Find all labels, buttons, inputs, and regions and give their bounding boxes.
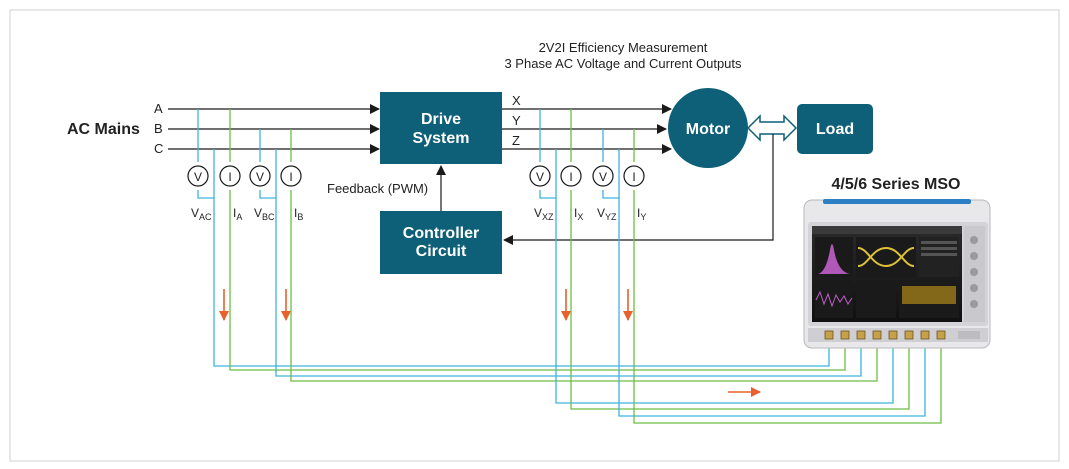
scope-handle	[823, 199, 971, 204]
meter-vbc: V	[249, 165, 271, 187]
svg-text:I: I	[569, 170, 572, 184]
label-vbc: VBC	[254, 206, 275, 222]
motor-circle	[668, 88, 748, 168]
wire-iy	[633, 190, 942, 424]
ac-mains-label: AC Mains	[67, 121, 140, 138]
phase-c-label: C	[154, 141, 163, 156]
svg-text:V: V	[599, 170, 607, 184]
label-ix: IX	[574, 206, 583, 222]
scope-label: 4/5/6 Series MSO	[832, 176, 961, 193]
meter-ia: I	[219, 165, 241, 187]
output-x-label: X	[512, 93, 521, 108]
label-ia: IA	[233, 206, 242, 222]
meter-ix: I	[560, 165, 582, 187]
label-iy: IY	[637, 206, 646, 222]
wire-ix	[570, 190, 910, 410]
drive-system-label-2: System	[413, 130, 470, 147]
frame-border	[9, 9, 1060, 462]
motor-feedback-line	[503, 134, 774, 245]
oscilloscope	[803, 199, 991, 349]
load-label: Load	[816, 121, 854, 138]
label-vyz: VYZ	[597, 206, 617, 222]
controller-circuit-block	[380, 211, 502, 274]
meter-iy: I	[623, 165, 645, 187]
svg-text:V: V	[536, 170, 544, 184]
svg-text:I: I	[289, 170, 292, 184]
wire-ia	[229, 190, 846, 371]
controller-label-1: Controller	[403, 225, 479, 242]
phase-b-label: B	[154, 121, 163, 136]
wire-vbc	[259, 190, 862, 377]
label-vac: VAC	[191, 206, 212, 222]
feedback-label: Feedback (PWM)	[327, 181, 428, 196]
drive-system-label-1: Drive	[421, 111, 461, 128]
title-line-1: 2V2I Efficiency Measurement	[539, 40, 708, 55]
title-line-2: 3 Phase AC Voltage and Current Outputs	[504, 56, 742, 71]
phase-a-label: A	[154, 101, 163, 116]
motor-label: Motor	[686, 121, 730, 138]
controller-label-2: Circuit	[416, 243, 467, 260]
wire-vxz	[539, 190, 894, 404]
svg-text:V: V	[256, 170, 264, 184]
svg-text:I: I	[632, 170, 635, 184]
label-vxz: VXZ	[534, 206, 554, 222]
meter-vxz: V	[529, 165, 551, 187]
drive-system-block	[380, 92, 502, 164]
wire-ib	[290, 190, 878, 382]
meter-vyz: V	[592, 165, 614, 187]
svg-text:V: V	[194, 170, 202, 184]
load-block	[797, 104, 873, 154]
meter-vac: V	[187, 165, 209, 187]
motor-load-coupling-arrow	[746, 114, 798, 142]
output-z-label: Z	[512, 133, 520, 148]
output-y-label: Y	[512, 113, 521, 128]
wire-vyz	[602, 190, 926, 417]
svg-text:I: I	[228, 170, 231, 184]
label-ib: IB	[294, 206, 303, 222]
meter-ib: I	[280, 165, 302, 187]
wire-vac	[197, 190, 830, 367]
